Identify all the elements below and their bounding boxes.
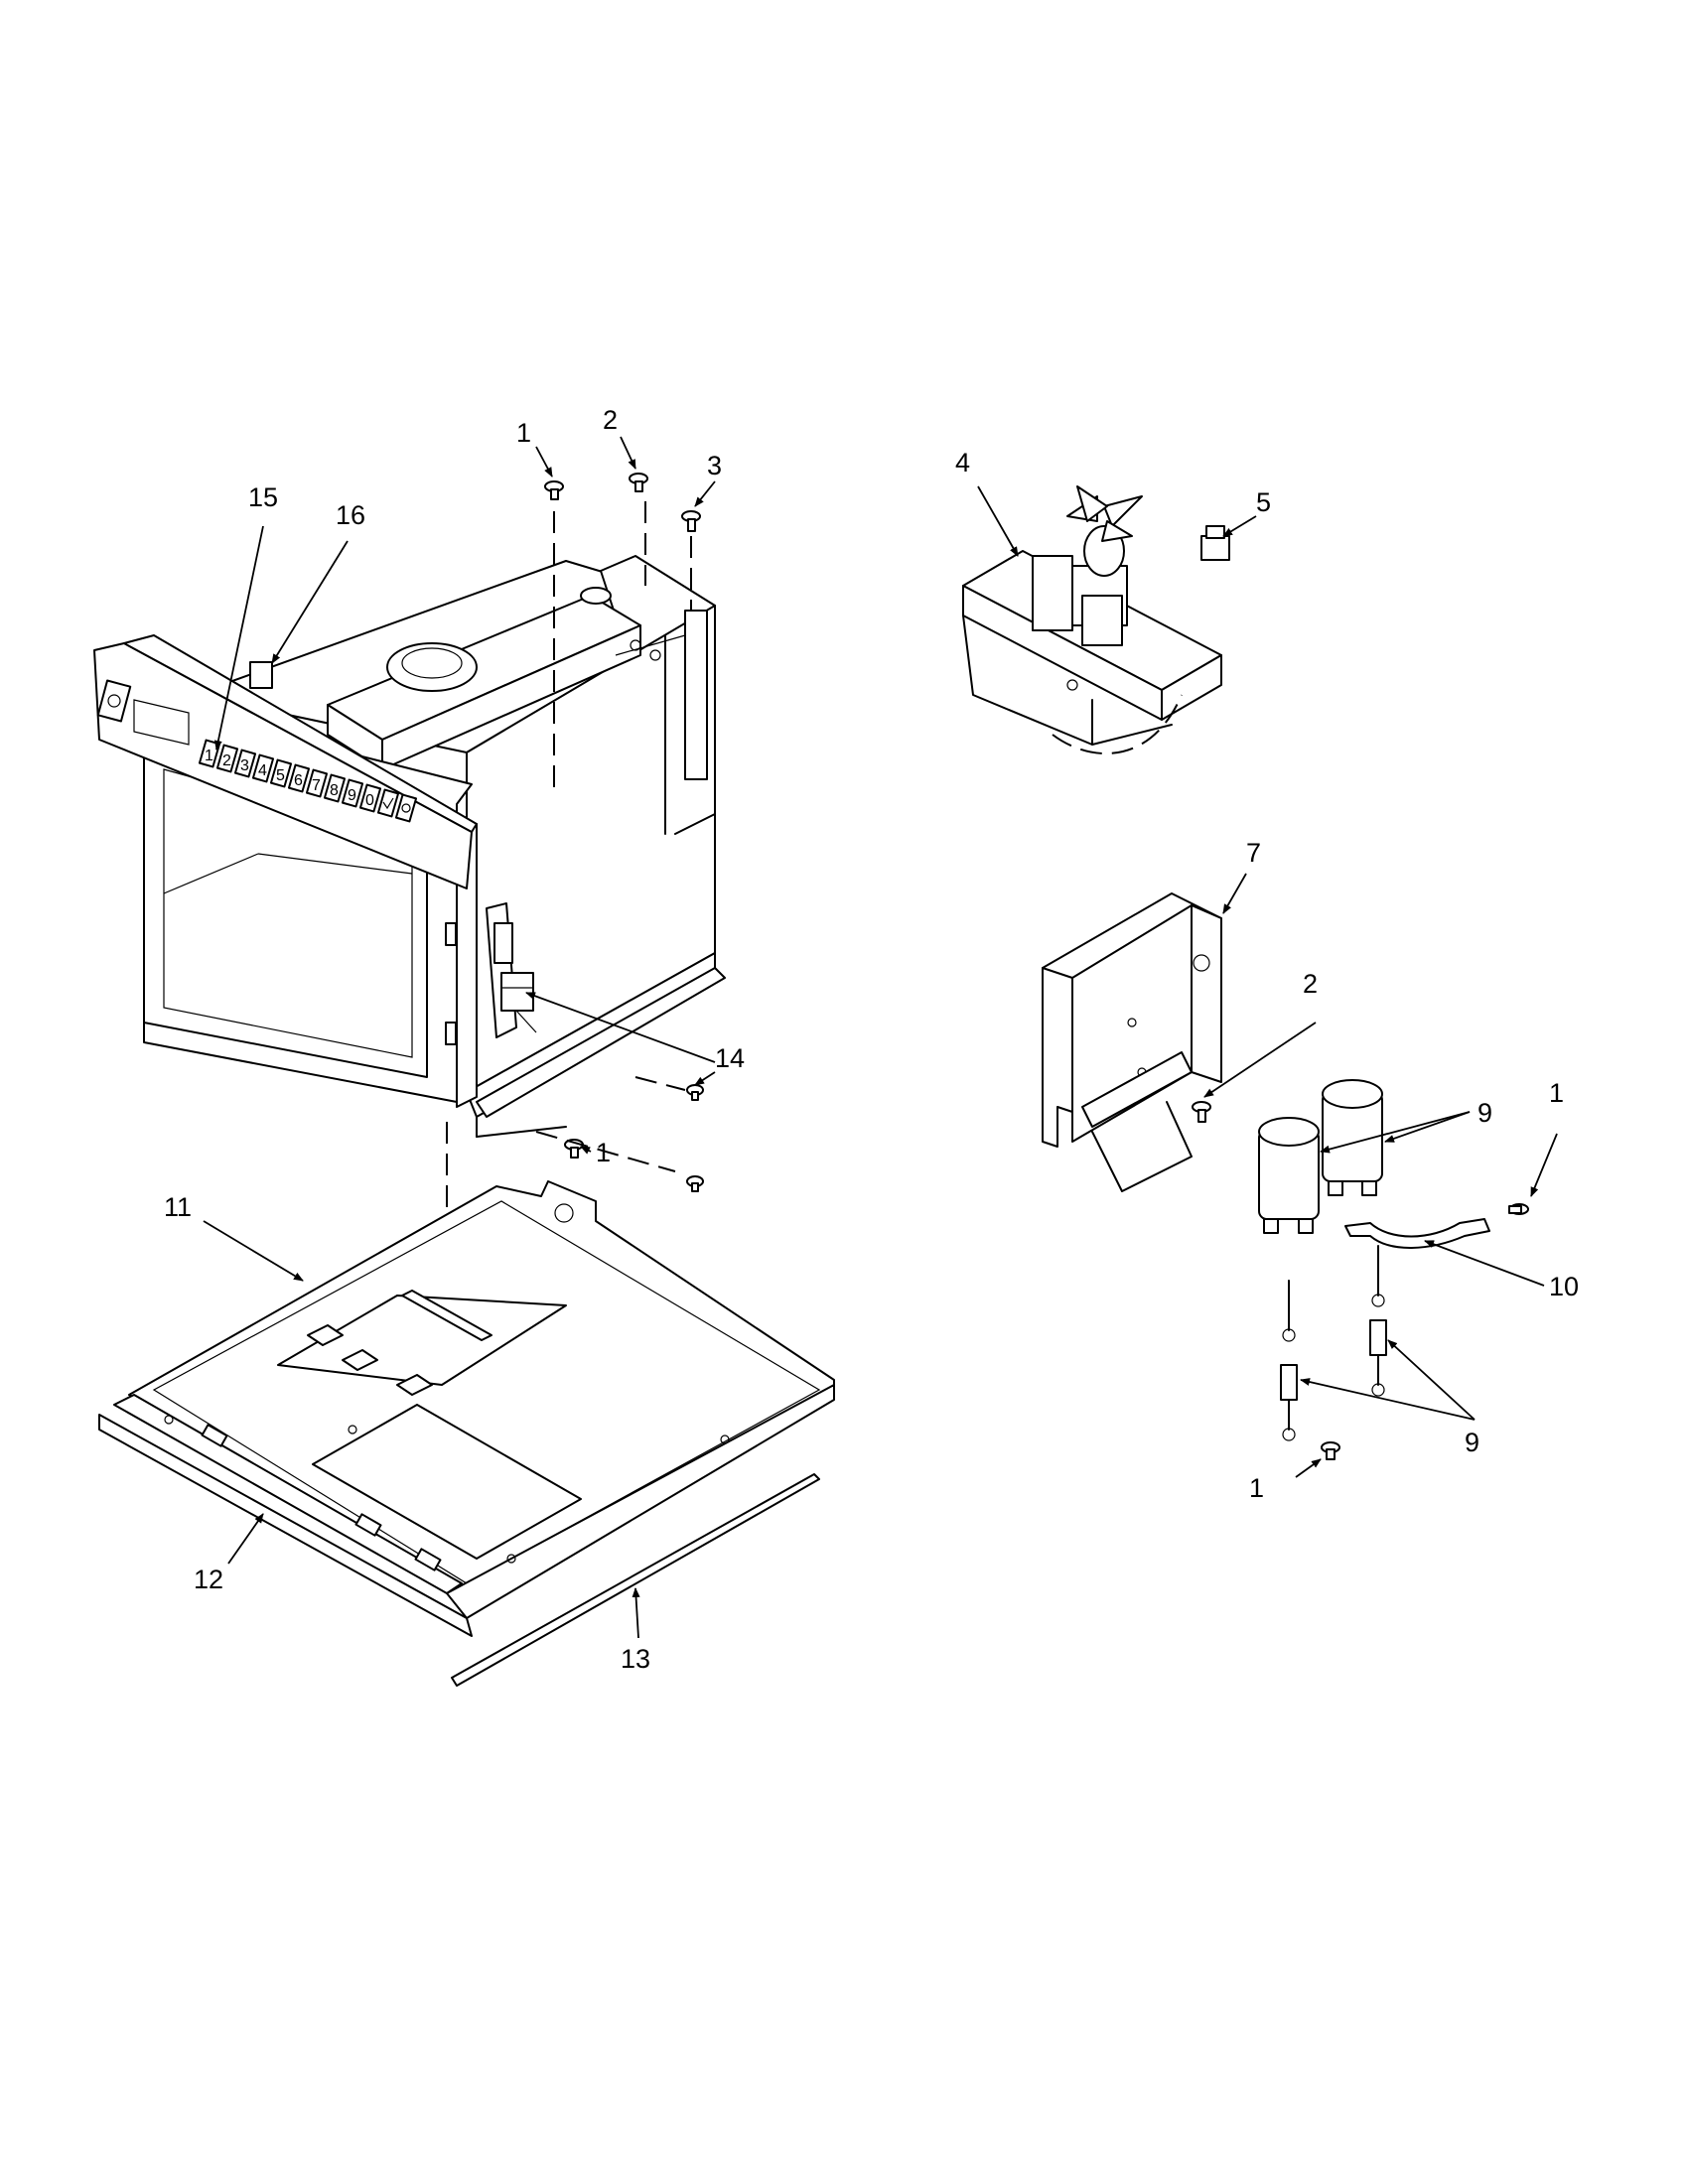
key-label: 8 xyxy=(330,782,339,799)
callout-label: 2 xyxy=(603,405,618,435)
callout-label: 10 xyxy=(1549,1272,1579,1301)
alignment-line xyxy=(535,1131,676,1172)
capacitor-bracket xyxy=(1042,892,1222,1192)
callout-label: 16 xyxy=(336,500,365,530)
screw-1-diode xyxy=(1321,1441,1340,1460)
high-voltage-diode-left xyxy=(1280,1280,1298,1441)
control-keypad: 1 2 3 4 5 6 7 8 9 0 xyxy=(198,739,418,823)
callout-labels: 1 2 3 15 16 14 1 11 12 13 4 5 7 2 9 1 10… xyxy=(164,405,1579,1674)
key-label: 9 xyxy=(348,787,356,804)
fan-motor-assembly xyxy=(962,485,1222,754)
screw-3-top xyxy=(681,510,701,532)
key-label: 4 xyxy=(258,762,267,779)
alignment-line xyxy=(634,1076,686,1091)
callout-label: 1 xyxy=(596,1138,611,1167)
key-label: 5 xyxy=(276,767,285,784)
callout-label: 5 xyxy=(1256,487,1271,517)
callout-label: 13 xyxy=(621,1644,650,1674)
callout-label: 1 xyxy=(1249,1473,1264,1503)
callout-label: 1 xyxy=(1549,1078,1564,1108)
interlock-switch-assembly xyxy=(486,902,537,1038)
callout-label: 9 xyxy=(1477,1098,1492,1128)
oven-cabinet: 1 2 3 4 5 6 7 8 9 0 xyxy=(93,555,726,1138)
callout-label: 7 xyxy=(1246,838,1261,868)
base-tray xyxy=(98,1180,835,1637)
key-label: 6 xyxy=(294,772,303,789)
capacitor-clamp xyxy=(1344,1218,1490,1249)
callout-label: 9 xyxy=(1465,1428,1479,1457)
callout-label: 11 xyxy=(164,1192,192,1222)
key-label: 3 xyxy=(240,757,249,774)
callout-label: 12 xyxy=(194,1565,223,1594)
thermostat xyxy=(1200,525,1230,561)
screw-2-top xyxy=(629,473,648,492)
callout-label: 3 xyxy=(707,451,722,480)
key-label: 2 xyxy=(222,752,231,769)
screw-14-upper xyxy=(686,1084,704,1101)
screw-14-lower xyxy=(686,1175,704,1192)
key-label: 0 xyxy=(365,792,374,809)
capacitor-left xyxy=(1258,1117,1320,1234)
trim-strip xyxy=(451,1473,820,1687)
key-label: 1 xyxy=(205,748,213,764)
indicator-block xyxy=(249,661,273,689)
screw-2-bracket xyxy=(1192,1101,1211,1123)
key-label: 7 xyxy=(312,777,321,794)
callout-label: 15 xyxy=(248,482,278,512)
high-voltage-diode-right xyxy=(1369,1245,1387,1397)
leader-lines xyxy=(203,436,1558,1639)
screw-1-clamp xyxy=(1508,1203,1529,1215)
callout-label: 4 xyxy=(955,448,970,478)
capacitor-right xyxy=(1322,1079,1383,1196)
callout-label: 1 xyxy=(516,418,531,448)
callout-label: 2 xyxy=(1303,969,1318,999)
callout-label: 14 xyxy=(715,1043,745,1073)
screw-1-top xyxy=(544,480,564,500)
